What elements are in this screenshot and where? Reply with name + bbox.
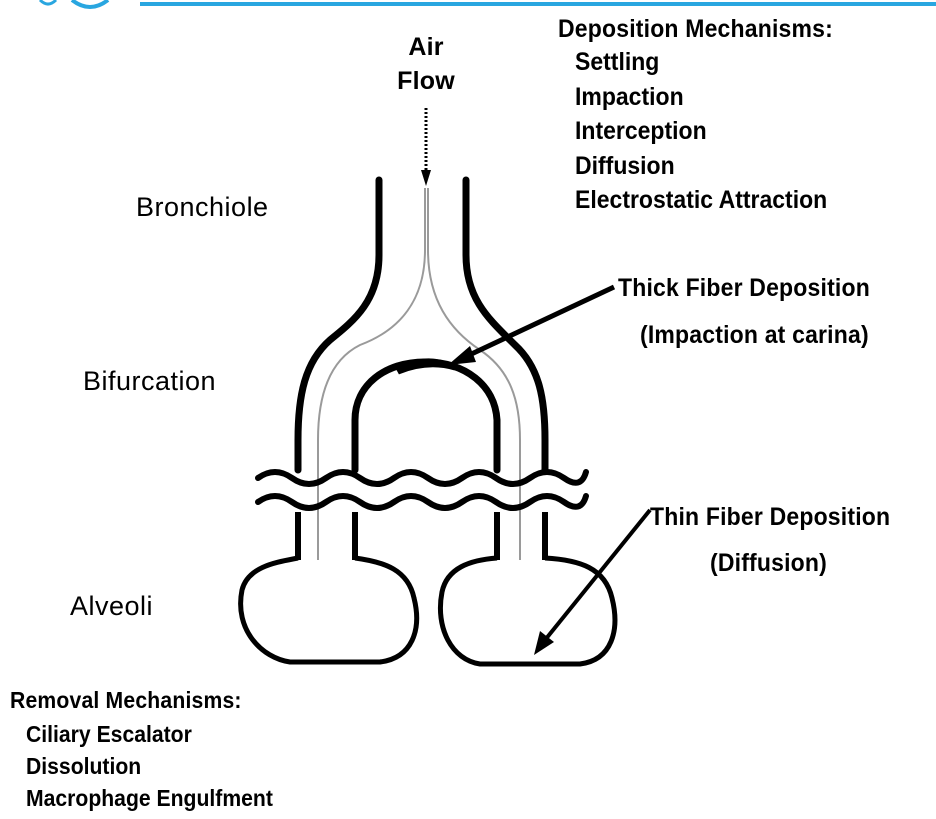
deposition-item: Electrostatic Attraction [575,183,827,218]
deposition-item: Interception [575,114,827,149]
alveoli-label: Alveoli [70,589,153,623]
air-flow-label: Air Flow [391,30,461,98]
thin-fiber-arrow-shaft [545,510,650,640]
thick-fiber-arrow-head [448,346,476,365]
deposition-heading: Deposition Mechanisms: [558,12,833,46]
removal-item: Dissolution [26,750,273,782]
break-line-upper [258,472,586,484]
alveolus-left [241,558,417,662]
removal-item: Ciliary Escalator [26,718,273,750]
removal-item: Macrophage Engulfment [26,782,273,814]
air-flow-arrow-head [421,170,431,186]
removal-heading: Removal Mechanisms: [10,683,242,717]
deposition-item: Settling [575,45,827,80]
air-flow-label-line2: Flow [391,64,461,98]
deposition-list: Settling Impaction Interception Diffusio… [575,45,849,218]
thick-fiber-arrow-shaft [465,287,614,357]
break-line-lower [258,496,586,508]
bronchiole-label: Bronchiole [136,190,269,224]
thick-fiber-title: Thick Fiber Deposition [618,271,870,305]
carina-arch [355,362,497,470]
bronchiole-wall-left [298,180,379,470]
thick-fiber-note: (Impaction at carina) [640,318,869,352]
bifurcation-label: Bifurcation [83,364,216,398]
logo-fragment-2 [40,0,56,4]
deposition-item: Diffusion [575,149,827,184]
logo-fragment [72,0,108,7]
alveolus-right [440,558,614,664]
air-flow-label-line1: Air [391,30,461,64]
flow-streamline-left [318,188,425,560]
deposition-item: Impaction [575,80,827,115]
thin-fiber-title: Thin Fiber Deposition [650,500,890,534]
thin-fiber-note: (Diffusion) [710,546,827,580]
removal-list: Ciliary Escalator Dissolution Macrophage… [26,718,294,814]
